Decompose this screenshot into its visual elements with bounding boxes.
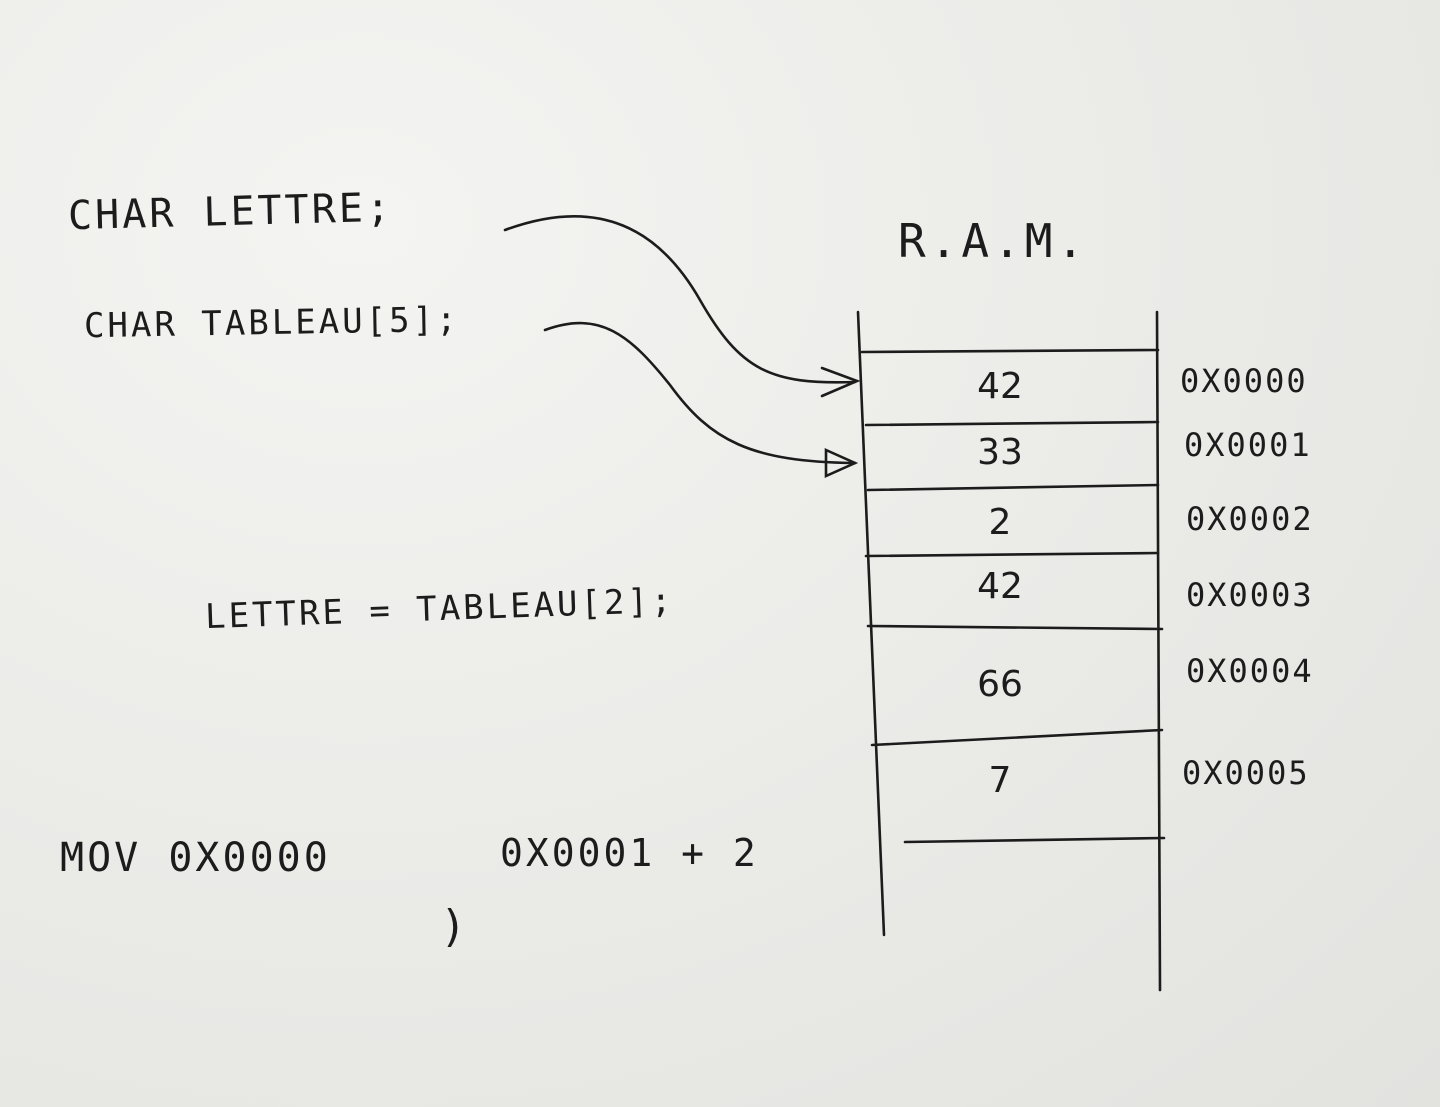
ram-cell-address: 0X0004 — [1186, 652, 1314, 690]
ram-separator — [866, 483, 1160, 492]
ram-left-border — [856, 310, 886, 937]
ram-cell-address: 0X0002 — [1186, 500, 1314, 538]
mov-bracket: ) — [440, 901, 470, 952]
arrow-tableau-to-cell-1 — [543, 321, 857, 465]
ram-cell-value: 33 — [977, 432, 1023, 473]
ram-separator — [864, 551, 1160, 558]
ram-separator — [866, 624, 1164, 631]
ram-cell-address: 0X0000 — [1180, 362, 1308, 400]
ram-separator — [860, 348, 1160, 354]
declaration-tableau: CHAR TABLEAU[5]; — [83, 299, 460, 347]
arrowhead-icon — [824, 447, 859, 479]
arrow-lettre-to-cell-0 — [503, 215, 857, 384]
ram-cell-value: 66 — [977, 664, 1023, 705]
ram-separator — [870, 728, 1164, 747]
ram-cell-value: 7 — [988, 760, 1012, 801]
ram-cell-address: 0X0005 — [1182, 754, 1310, 792]
ram-title: R.A.M. — [898, 214, 1089, 268]
ram-cell-address: 0X0001 — [1184, 426, 1312, 464]
ram-cell-address: 0X0003 — [1186, 576, 1314, 614]
arrowhead-icon — [820, 366, 861, 398]
ram-cell-value: 2 — [988, 502, 1012, 543]
declaration-lettre: CHAR LETTRE; — [67, 184, 394, 240]
mov-operand: 0X0001 + 2 — [500, 831, 759, 875]
mov-instruction: MOV 0X0000 — [60, 835, 331, 881]
ram-separator — [903, 836, 1166, 844]
ram-cell-value: 42 — [977, 566, 1023, 607]
ram-separator — [864, 420, 1160, 427]
ram-right-border — [1155, 310, 1162, 992]
ram-cell-value: 42 — [977, 366, 1023, 407]
